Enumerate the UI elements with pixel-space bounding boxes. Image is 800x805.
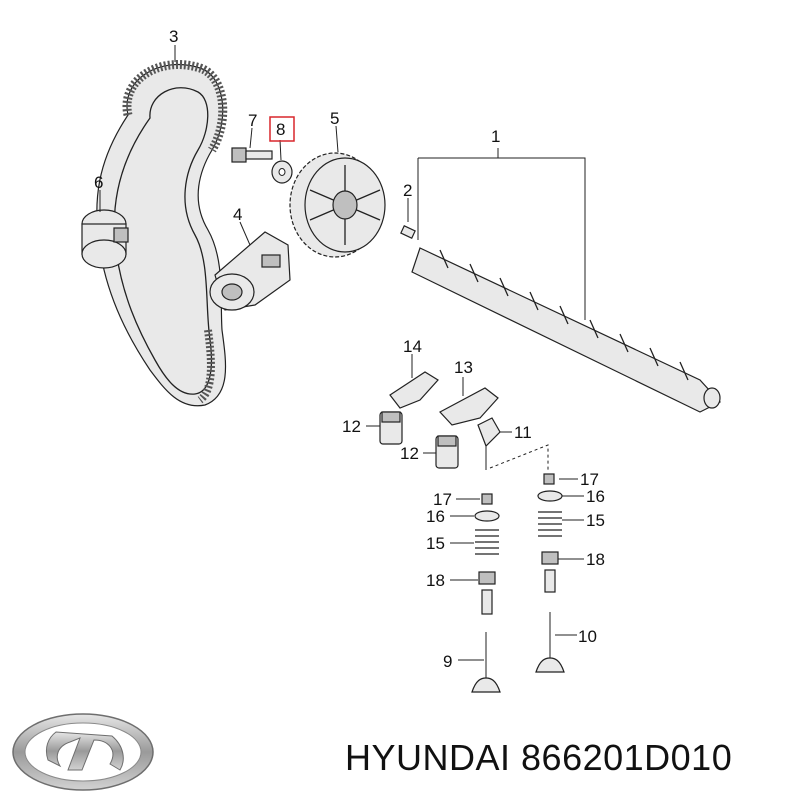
- rocker-arm-13: [439, 387, 499, 426]
- callout-12b: 12: [400, 444, 419, 463]
- callout-16b: 16: [586, 487, 605, 506]
- valve-stack-left: [471, 493, 501, 693]
- lash-adjuster-b: [435, 435, 459, 469]
- camshaft: [411, 247, 721, 413]
- camshaft-sprocket: [289, 152, 386, 258]
- callout-4: 4: [233, 205, 242, 224]
- sprocket-bolt: [231, 147, 273, 163]
- idler-pulley: [81, 209, 129, 269]
- washer: [271, 160, 293, 184]
- callout-16a: 16: [426, 507, 445, 526]
- roller-follower: [477, 417, 501, 470]
- rocker-arm-14: [389, 371, 439, 409]
- callout-12a: 12: [342, 417, 361, 436]
- dowel-pin: [400, 225, 416, 239]
- belt-tensioner: [209, 231, 291, 311]
- brand-part-number: HYUNDAI 866201D010: [345, 737, 733, 778]
- callout-10: 10: [578, 627, 597, 646]
- timing-belt: [96, 60, 228, 407]
- callout-15a: 15: [426, 534, 445, 553]
- callout-2: 2: [403, 181, 412, 200]
- callout-7: 7: [248, 111, 257, 130]
- valve-stack-right: [489, 444, 565, 673]
- callout-5: 5: [330, 109, 339, 128]
- lash-adjuster-a: [379, 411, 403, 445]
- callout-9: 9: [443, 652, 452, 671]
- callout-13: 13: [454, 358, 473, 377]
- leader-lines: [99, 45, 586, 661]
- hyundai-logo: [8, 708, 158, 796]
- highlight-box: [269, 116, 295, 142]
- callout-11: 11: [514, 423, 532, 442]
- callout-15b: 15: [586, 511, 605, 530]
- callout-17b: 17: [580, 470, 599, 489]
- callout-3: 3: [169, 27, 178, 46]
- callout-6: 6: [94, 173, 103, 192]
- callout-18a: 18: [426, 571, 445, 590]
- callout-8: 8: [276, 120, 285, 139]
- callout-1: 1: [491, 127, 500, 146]
- callout-14: 14: [403, 337, 422, 356]
- callout-17a: 17: [433, 490, 452, 509]
- callout-18b: 18: [586, 550, 605, 569]
